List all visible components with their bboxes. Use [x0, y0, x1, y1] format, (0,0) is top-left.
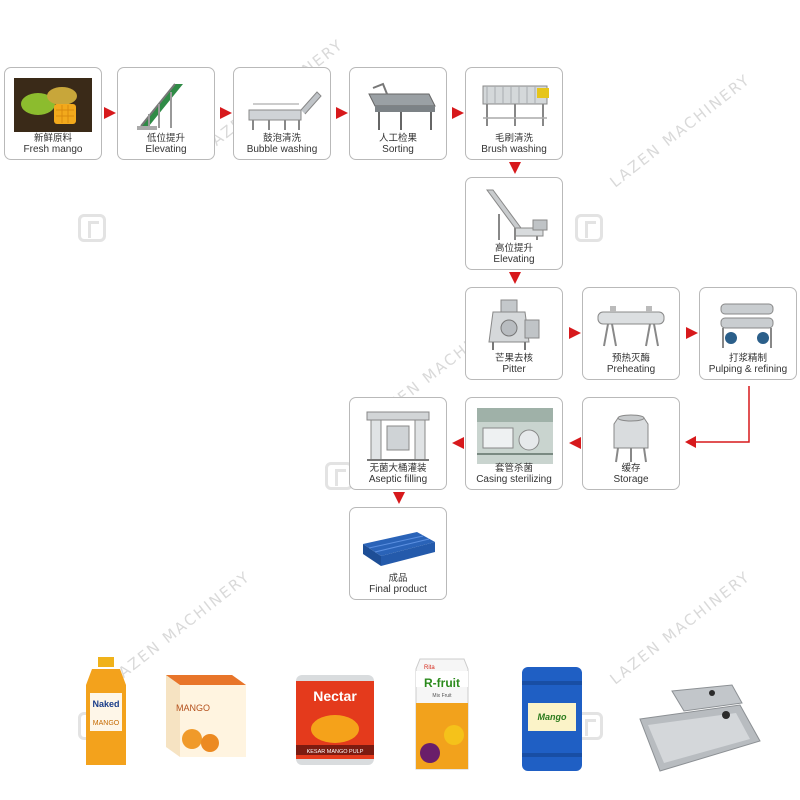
- step-label-cn: 新鲜原料: [33, 133, 72, 144]
- step-pulping: 打浆精制 Pulping & refining: [699, 287, 797, 380]
- step-final: 成品 Final product: [349, 507, 447, 600]
- step-elevating-low: 低位提升 Elevating: [117, 67, 215, 160]
- step-label-cn: 预热灭酶: [611, 353, 650, 364]
- carton-sub: Mix Fruit: [432, 693, 452, 699]
- step-label-cn: 人工检果: [378, 133, 417, 144]
- step-sterilizing: 套管杀菌 Casing sterilizing: [465, 397, 563, 490]
- step-label-en: Elevating: [493, 254, 535, 265]
- step-aseptic: 无菌大桶灌装 Aseptic filling: [349, 397, 447, 490]
- step-sorting: 人工检果 Sorting: [349, 67, 447, 160]
- arrow-right-icon: [452, 107, 464, 119]
- step-label-cn: 鼓泡清洗: [262, 133, 301, 144]
- step-elevating-high: 高位提升 Elevating: [465, 177, 563, 270]
- arrow-right-icon: [220, 107, 232, 119]
- step-label-cn: 高位提升: [494, 243, 533, 254]
- step-label-en: Bubble washing: [246, 144, 318, 155]
- step-brush-washing: 毛刷清洗 Brush washing: [465, 67, 563, 160]
- step-label-en: Pulping & refining: [708, 364, 788, 375]
- bottle-label: MANGO: [93, 720, 120, 727]
- arrow-down-icon: [393, 492, 405, 504]
- pitter-machine-icon: [488, 299, 540, 350]
- watermark-logo-icon: [78, 214, 106, 242]
- step-label-cn: 无菌大桶灌装: [369, 463, 427, 474]
- step-label-en: Elevating: [145, 144, 187, 155]
- step-label-en: Final product: [369, 584, 427, 595]
- can-label: KESAR MANGO PULP: [307, 749, 364, 755]
- juice-bottle-icon: Naked MANGO: [86, 657, 126, 765]
- step-label-cn: 打浆精制: [728, 353, 767, 364]
- high-conveyor-icon: [486, 189, 548, 240]
- drums-icon: [363, 532, 435, 566]
- arrow-down-icon: [509, 162, 521, 174]
- sterilizer-icon: [477, 408, 553, 464]
- sorting-table-icon: [368, 82, 436, 130]
- step-label-cn: 成品: [388, 573, 408, 584]
- step-pitter: 芒果去核 Pitter: [465, 287, 563, 380]
- drum-label: Mango: [538, 712, 567, 722]
- preheater-icon: [597, 306, 665, 347]
- arrow-right-icon: [336, 107, 348, 119]
- mango-pulp-can-icon: Nectar KESAR MANGO PULP: [296, 675, 374, 765]
- washer-icon: [248, 91, 322, 130]
- step-preheating: 预热灭酶 Preheating: [582, 287, 680, 380]
- carton-brand: Rita: [424, 665, 435, 671]
- bottle-brand: Naked: [92, 699, 119, 709]
- step-label-en: Fresh mango: [23, 144, 83, 155]
- brush-washer-icon: [482, 85, 549, 126]
- storage-tank-icon: [613, 414, 649, 463]
- box-label: MANGO: [176, 703, 210, 713]
- step-label-en: Pitter: [502, 364, 526, 375]
- aseptic-bag-icon: [639, 684, 761, 772]
- step-label-en: Storage: [613, 474, 649, 485]
- arrow-right-icon: [104, 107, 116, 119]
- step-label-en: Brush washing: [481, 144, 547, 155]
- juice-box-icon: MANGO: [166, 675, 246, 757]
- carton-label: R-fruit: [424, 676, 460, 690]
- step-label-cn: 缓存: [621, 463, 641, 474]
- step-label-cn: 毛刷清洗: [494, 133, 533, 144]
- watermark-logo-icon: [575, 214, 603, 242]
- fruit-carton-icon: Rita R-fruit Mix Fruit: [415, 658, 469, 770]
- products-row: Naked MANGO MANGO Nectar KESAR MANGO PUL…: [86, 657, 761, 772]
- step-label-en: Sorting: [382, 144, 414, 155]
- arrow-down-icon: [509, 272, 521, 284]
- pulper-icon: [720, 303, 774, 348]
- arrow-right-icon: [569, 327, 581, 339]
- can-brand: Nectar: [313, 688, 357, 704]
- step-storage: 缓存 Storage: [582, 397, 680, 490]
- arrow-left-icon: [569, 437, 581, 449]
- step-label-cn: 套管杀菌: [494, 463, 533, 474]
- mango-icon: [14, 78, 92, 132]
- step-label-cn: 芒果去核: [494, 353, 533, 364]
- step-label-en: Aseptic filling: [368, 474, 428, 485]
- step-label-en: Preheating: [606, 364, 656, 375]
- arrow-right-icon: [686, 327, 698, 339]
- arrow-left-icon: [452, 437, 464, 449]
- step-bubble-washing: 鼓泡清洗 Bubble washing: [233, 67, 331, 160]
- blue-drum-icon: Mango: [522, 667, 582, 771]
- step-label-en: Casing sterilizing: [476, 474, 552, 485]
- conveyor-icon: [137, 83, 183, 130]
- aseptic-filler-icon: [366, 411, 430, 461]
- step-label-cn: 低位提升: [146, 133, 185, 144]
- step-fresh-mango: 新鲜原料 Fresh mango: [4, 67, 102, 160]
